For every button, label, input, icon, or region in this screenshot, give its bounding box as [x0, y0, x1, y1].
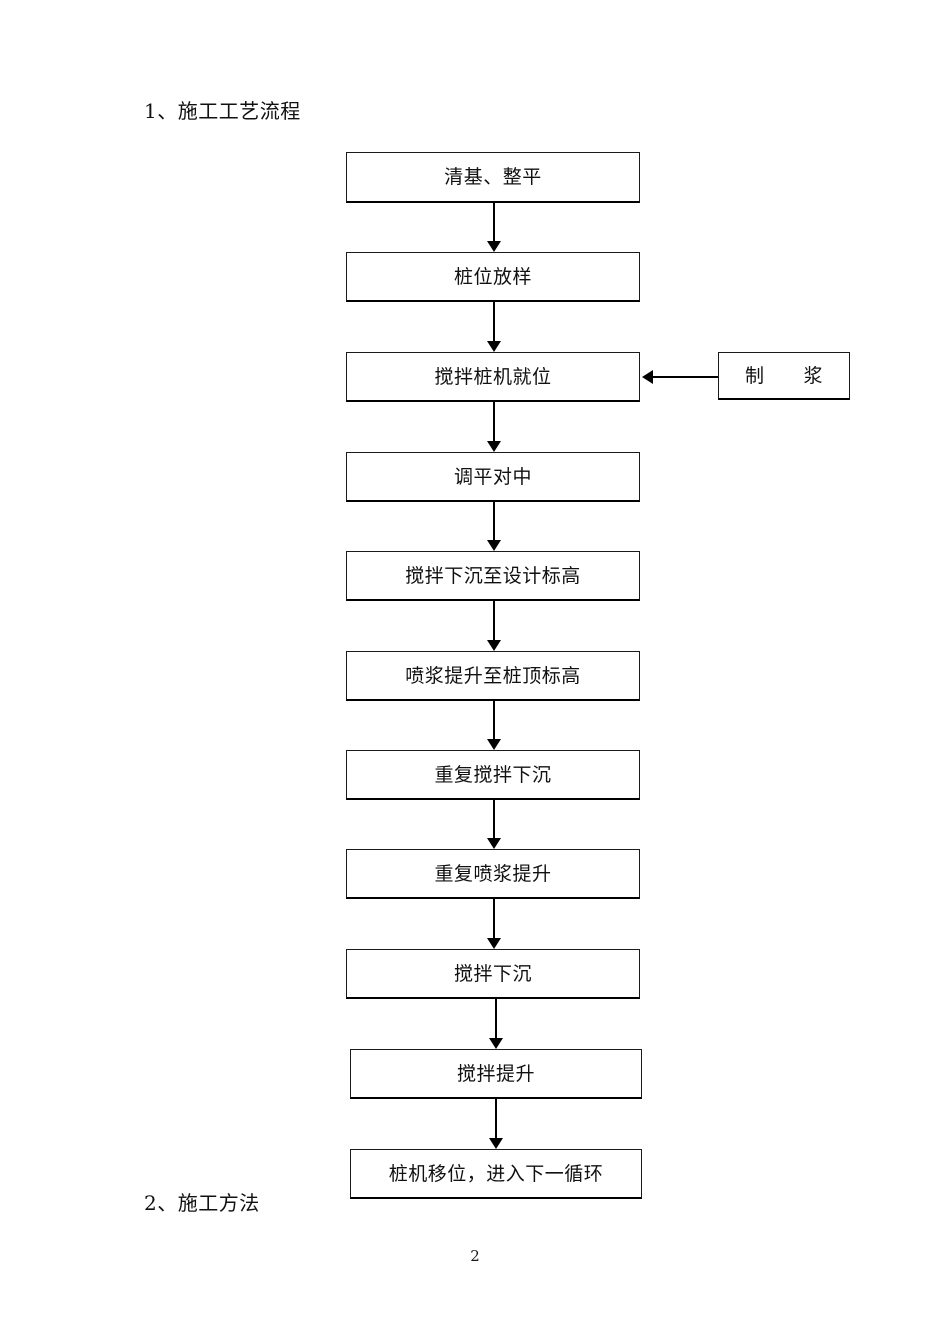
flow-connector-n1-n2 — [493, 203, 495, 241]
flow-node-label: 搅拌提升 — [456, 1062, 535, 1085]
flow-arrowhead-n3-n4 — [487, 441, 501, 452]
flow-node-qingji-zhengping: 清基、整平 — [346, 152, 640, 203]
page-heading-construction-method: 2、施工方法 — [144, 1191, 260, 1215]
flow-arrowhead-n1-n2 — [487, 241, 501, 252]
flow-node-jiaoban-xiachen-sheji-biaogao: 搅拌下沉至设计标高 — [346, 551, 640, 601]
flow-node-label: 喷浆提升至桩顶标高 — [405, 664, 581, 687]
flow-node-jiaobanzhuangji-jiuwei: 搅拌桩机就位 — [346, 352, 640, 402]
flow-arrowhead-n4-n5 — [487, 540, 501, 551]
flow-node-label: 制 浆 — [744, 364, 823, 387]
flow-connector-zhijiang-to-jiuwei — [653, 376, 718, 378]
flow-node-zhuangwei-fangyang: 桩位放样 — [346, 252, 640, 302]
flow-node-label: 搅拌桩机就位 — [434, 365, 552, 388]
flow-connector-n10-n11 — [495, 1099, 497, 1138]
flow-arrowhead-n8-n9 — [487, 938, 501, 949]
page-heading-construction-process: 1、施工工艺流程 — [144, 99, 301, 123]
flow-connector-n8-n9 — [493, 899, 495, 938]
flow-arrowhead-n2-n3 — [487, 341, 501, 352]
flow-node-chongfu-jiaoban-xiachen: 重复搅拌下沉 — [346, 750, 640, 800]
flow-arrowhead-n6-n7 — [487, 739, 501, 750]
flow-connector-n3-n4 — [493, 402, 495, 441]
flow-connector-n9-n10 — [495, 999, 497, 1038]
flow-arrowhead-n7-n8 — [487, 838, 501, 849]
flow-node-label: 重复搅拌下沉 — [434, 763, 552, 786]
flow-arrowhead-n5-n6 — [487, 640, 501, 651]
flow-arrowhead-zhijiang-to-jiuwei — [642, 370, 653, 384]
flow-node-label: 清基、整平 — [444, 166, 542, 188]
flow-node-penjiang-tisheng-zhuangding-biaogao: 喷浆提升至桩顶标高 — [346, 651, 640, 701]
flow-connector-n6-n7 — [493, 701, 495, 739]
flow-arrowhead-n9-n10 — [489, 1038, 503, 1049]
flow-node-label: 搅拌下沉至设计标高 — [405, 564, 581, 587]
page-number: 2 — [470, 1247, 480, 1265]
flow-node-jiaoban-tisheng: 搅拌提升 — [350, 1049, 642, 1099]
flow-node-label: 重复喷浆提升 — [434, 862, 552, 885]
flow-node-tiaoping-duizhong: 调平对中 — [346, 452, 640, 502]
flow-node-chongfu-penjiang-tisheng: 重复喷浆提升 — [346, 849, 640, 899]
flow-connector-n4-n5 — [493, 502, 495, 540]
flow-connector-n7-n8 — [493, 800, 495, 838]
flow-node-label: 桩机移位，进入下一循环 — [388, 1162, 604, 1185]
flow-node-zhijiang: 制 浆 — [718, 352, 850, 400]
flow-connector-n5-n6 — [493, 601, 495, 640]
flow-arrowhead-n10-n11 — [489, 1138, 503, 1149]
flow-node-zhuangji-yiwei-xunhuan: 桩机移位，进入下一循环 — [350, 1149, 642, 1199]
flow-node-label: 调平对中 — [453, 465, 532, 488]
flow-node-label: 搅拌下沉 — [453, 962, 532, 985]
flow-node-label: 桩位放样 — [453, 265, 532, 288]
flow-node-jiaoban-xiachen: 搅拌下沉 — [346, 949, 640, 999]
flow-connector-n2-n3 — [493, 302, 495, 341]
